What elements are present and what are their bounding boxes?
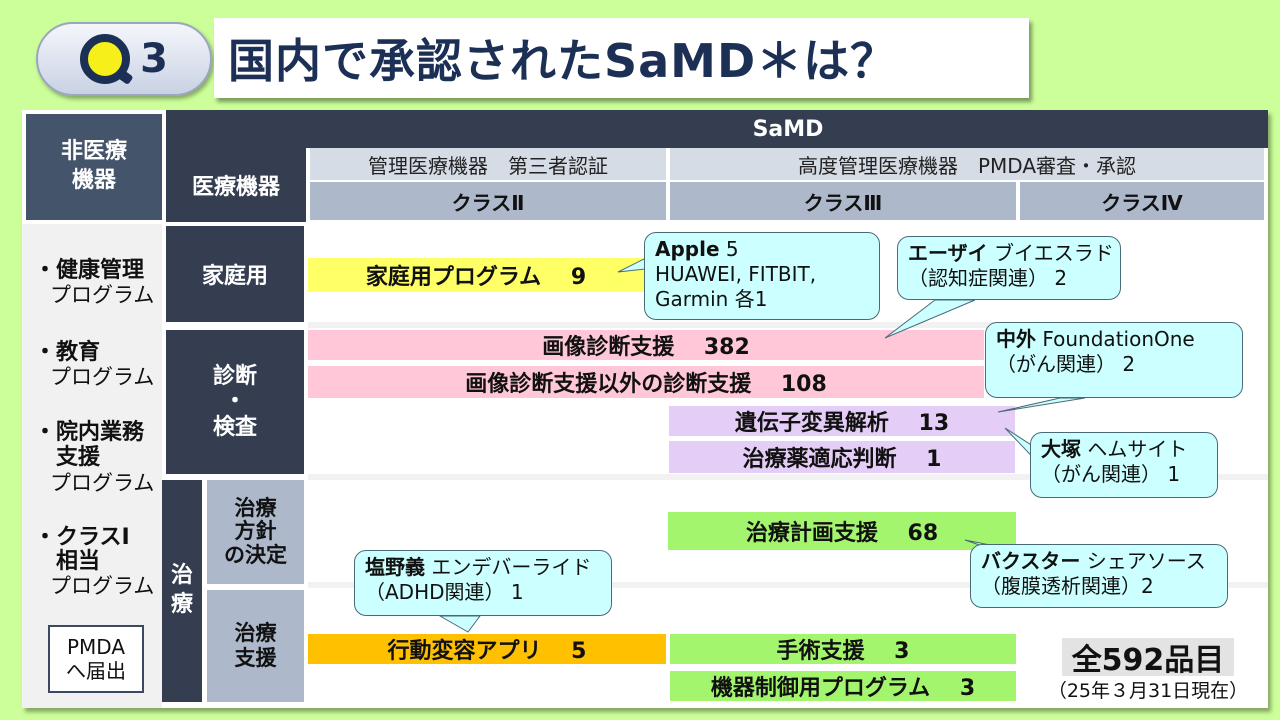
title-box: 国内で承認されたSaMD＊は？ — [214, 18, 1029, 98]
bar-drug-suitability: 治療薬適応判断 1 — [669, 441, 1015, 473]
callout-chugai: 中外 FoundationOne （がん関連） 2 — [985, 322, 1243, 398]
as-of-date: （25年３月31日現在） — [1047, 680, 1249, 702]
bar-treatment-plan: 治療計画支援 68 — [668, 512, 1016, 550]
bar-device-control: 機器制御用プログラム 3 — [670, 671, 1016, 701]
question-badge: 3 — [36, 22, 212, 96]
callout-apple: Apple 5 HUAWEI, FITBIT, Garmin 各1 — [644, 232, 880, 320]
header-regulation-class2: 管理医療機器 第三者認証 — [310, 148, 666, 180]
header-class-2: クラスⅡ — [310, 182, 666, 220]
bar-gene-analysis: 遺伝子変異解析 13 — [669, 406, 1015, 436]
left-item-health: ・健康管理 プログラム — [34, 258, 155, 308]
header-non-medical: 非医療 機器 — [26, 114, 162, 220]
row-divider — [308, 474, 1268, 480]
row-divider — [308, 582, 1268, 588]
bar-behavior-app: 行動変容アプリ 5 — [308, 634, 666, 664]
callout-baxter: バクスター シェアソース （腹膜透析関連）2 — [970, 544, 1228, 608]
header-class-3: クラスⅢ — [670, 182, 1016, 220]
bar-home-program: 家庭用プログラム 9 — [308, 258, 644, 292]
callout-otsuka: 大塚 ヘムサイト （がん関連） 1 — [1030, 432, 1218, 498]
category-home: 家庭用 — [166, 226, 304, 322]
q-icon — [80, 34, 131, 84]
row-divider — [308, 322, 1008, 328]
callout-shionogi: 塩野義 エンデバーライド （ADHD関連） 1 — [354, 550, 612, 616]
page-title: 国内で承認されたSaMD＊は？ — [228, 34, 898, 88]
bar-image-diagnosis: 画像診断支援 382 — [308, 330, 984, 360]
category-treatment-support: 治療 支援 — [207, 590, 304, 702]
callout-eisai: エーザイ ブイエスラド （認知症関連） 2 — [897, 236, 1121, 300]
pmda-notification-box: PMDA へ届出 — [48, 625, 144, 693]
left-item-class1: ・クラスⅠ 相当 プログラム — [34, 525, 155, 599]
bar-surgery-support: 手術支援 3 — [670, 634, 1016, 664]
header-regulation-class34: 高度管理医療機器 PMDA審査・承認 — [670, 148, 1264, 180]
left-item-education: ・教育 プログラム — [34, 340, 155, 390]
header-class-4: クラスⅣ — [1020, 182, 1264, 220]
category-treatment: 治 療 — [162, 480, 202, 702]
header-samd: SaMD — [752, 116, 824, 142]
left-item-hospital-ops: ・院内業務 支援 プログラム — [34, 420, 155, 495]
question-number: 3 — [140, 36, 168, 82]
header-medical-device: 医療機器 — [166, 148, 306, 222]
category-treatment-policy: 治療 方針 の決定 — [207, 480, 304, 584]
total-count: 全592品目 — [1062, 638, 1234, 678]
bar-other-diagnosis: 画像診断支援以外の診断支援 108 — [308, 366, 984, 398]
category-diagnosis: 診断 ・ 検査 — [166, 330, 304, 474]
